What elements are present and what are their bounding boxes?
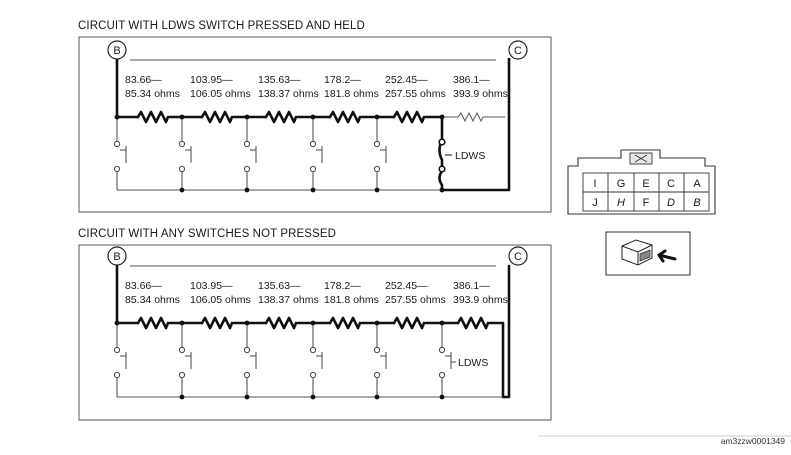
bottom-resistor-4-symbol	[328, 316, 362, 330]
bottom-resistor-values: 83.66— 85.34 ohms 103.95— 106.05 ohms 13…	[125, 280, 508, 306]
bottom-r3-max: 138.37 ohms	[258, 294, 319, 306]
pin-e: E	[642, 178, 649, 190]
top-resistor-1-symbol	[136, 110, 170, 124]
top-r4-min: 178.2—	[324, 74, 361, 86]
bottom-resistor-3-symbol	[264, 316, 298, 330]
bottom-r2-max: 106.05 ohms	[190, 294, 251, 306]
bottom-switch-2	[178, 323, 192, 397]
bottom-r4-max: 181.8 ohms	[324, 294, 379, 306]
pin-f: F	[643, 197, 650, 209]
top-circuit-frame	[78, 36, 552, 213]
bottom-node-b	[107, 246, 127, 266]
bottom-r5-max: 257.55 ohms	[385, 294, 446, 306]
top-switch-2	[178, 117, 192, 190]
pin-i: I	[593, 178, 596, 190]
bottom-circuit-frame	[78, 244, 552, 421]
top-node-c	[508, 40, 528, 60]
pin-a: A	[693, 178, 701, 190]
bottom-junctions	[114, 320, 445, 400]
top-node-b-label: B	[113, 45, 120, 57]
top-r1-max: 85.34 ohms	[125, 88, 180, 100]
pin-h: H	[617, 197, 625, 209]
figure-reference: am3zzw0001349	[721, 436, 786, 446]
top-resistor-6-symbol	[442, 111, 505, 123]
bottom-resistor-1-symbol	[136, 316, 170, 330]
top-r6-min: 386.1—	[453, 74, 490, 86]
bottom-switch-4	[309, 323, 323, 397]
pin-g: G	[617, 178, 626, 190]
bottom-resistor-6-symbol	[456, 316, 490, 330]
top-resistor-3-symbol	[264, 110, 298, 124]
arrow-icon	[657, 249, 677, 263]
bottom-resistor-5-symbol	[392, 316, 426, 330]
bottom-switch-5	[373, 323, 387, 397]
top-ldws-label: LDWS	[455, 150, 485, 162]
top-switch-5	[373, 117, 387, 190]
top-switch-4	[309, 117, 323, 190]
pin-d: D	[667, 197, 675, 209]
bottom-switch-1	[113, 323, 127, 397]
bottom-r6-min: 386.1—	[453, 280, 490, 292]
top-r3-min: 135.63—	[258, 74, 301, 86]
connector-face: I G E C A J H F D B	[567, 149, 716, 215]
top-circuit-title: CIRCUIT WITH LDWS SWITCH PRESSED AND HEL…	[78, 20, 365, 32]
top-switch-3	[243, 117, 257, 190]
top-r6-max: 393.9 ohms	[453, 88, 508, 100]
bottom-node-c-label: C	[514, 251, 522, 263]
bottom-r1-min: 83.66—	[125, 280, 162, 292]
top-resistor-4-symbol	[328, 110, 362, 124]
connector-pins-top: I G E C A	[593, 178, 701, 190]
pin-b: B	[693, 197, 700, 209]
bottom-r5-min: 252.45—	[385, 280, 428, 292]
top-resistor-5-symbol	[392, 110, 426, 124]
top-r5-max: 257.55 ohms	[385, 88, 446, 100]
pin-j: J	[592, 197, 598, 209]
top-r5-min: 252.45—	[385, 74, 428, 86]
top-r4-max: 181.8 ohms	[324, 88, 379, 100]
bottom-ldws-label: LDWS	[458, 357, 488, 369]
top-junctions	[114, 114, 445, 193]
top-resistor-2-symbol	[200, 110, 234, 124]
bottom-r1-max: 85.34 ohms	[125, 294, 180, 306]
bottom-circuit-title: CIRCUIT WITH ANY SWITCHES NOT PRESSED	[78, 228, 336, 240]
pin-c: C	[667, 178, 675, 190]
bottom-circuit: LDWS B C 83.66— 85.34 ohms 103.95— 106.0…	[107, 246, 528, 400]
bottom-switch-ldws	[438, 323, 456, 397]
bottom-node-b-label: B	[113, 251, 120, 263]
top-node-c-label: C	[514, 45, 522, 57]
bottom-r4-min: 178.2—	[324, 280, 361, 292]
bottom-switch-3	[243, 323, 257, 397]
connector-view-icon	[605, 231, 691, 276]
bottom-resistor-2-symbol	[200, 316, 234, 330]
top-circuit: LDWS B C 83.66— 85.34 ohms 103.95— 106.0…	[107, 40, 528, 193]
bottom-r2-min: 103.95—	[190, 280, 233, 292]
connector-pins-bottom: J H F D B	[592, 197, 700, 209]
bottom-node-c	[508, 246, 528, 266]
top-r2-max: 106.05 ohms	[190, 88, 251, 100]
top-inactive-path	[117, 59, 505, 191]
bottom-r6-max: 393.9 ohms	[453, 294, 508, 306]
top-switch-1	[113, 117, 127, 190]
top-r2-min: 103.95—	[190, 74, 233, 86]
bottom-inactive-path	[117, 265, 503, 398]
bottom-switches	[113, 323, 456, 397]
bottom-r3-min: 135.63—	[258, 280, 301, 292]
top-resistor-values: 83.66— 85.34 ohms 103.95— 106.05 ohms 13…	[125, 74, 508, 100]
top-switches	[113, 117, 387, 190]
top-r3-max: 138.37 ohms	[258, 88, 319, 100]
top-r1-min: 83.66—	[125, 74, 162, 86]
